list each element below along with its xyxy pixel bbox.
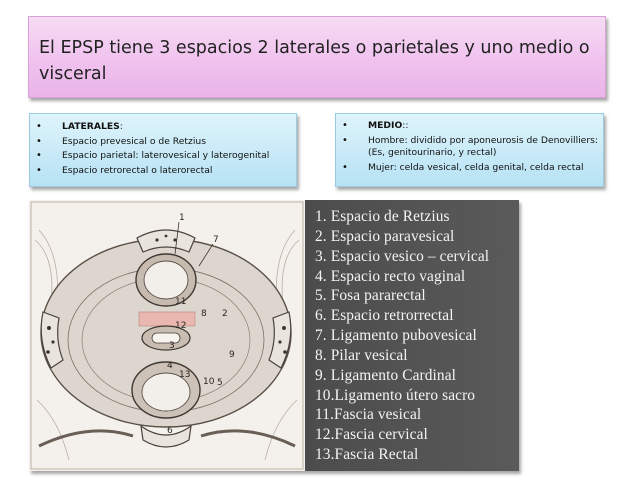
slide-title: El EPSP tiene 3 espacios 2 laterales o p… <box>39 38 590 84</box>
legend-item: 11.Fascia vesical <box>315 406 422 424</box>
laterales-list: LATERALES: Espacio prevesical o de Retzi… <box>30 114 296 178</box>
diagram-label-4: 4 <box>167 361 173 371</box>
diagram-label-6: 6 <box>167 426 173 436</box>
medio-heading-colon: :: <box>402 120 409 131</box>
legend-item: 10.Ligamento útero sacro <box>315 386 476 404</box>
laterales-box: LATERALES: Espacio prevesical o de Retzi… <box>29 113 297 187</box>
legend-item: 12.Fascia cervical <box>315 426 428 444</box>
legend-item: 1. Espacio de Retzius <box>315 208 450 225</box>
medio-heading-item: MEDIO:: <box>342 120 599 133</box>
legend-item: 13.Fascia Rectal <box>315 446 419 464</box>
medio-heading: MEDIO <box>368 120 403 131</box>
legend-panel: 1. Espacio de Retzius 2. Espacio paraves… <box>305 200 519 471</box>
list-item: Espacio retrorectal o laterorectal <box>36 164 292 179</box>
diagram-label-11: 11 <box>175 297 186 307</box>
legend-item: 5. Fosa pararectal <box>315 287 426 305</box>
legend-item: 9. Ligamento Cardinal <box>315 366 457 384</box>
medio-list: MEDIO:: Hombre: dividido por aponeurosis… <box>336 114 603 174</box>
legend-item: 2. Espacio paravesical <box>315 227 455 245</box>
pelvis-cross-section-diagram: 1 7 11 8 2 12 3 9 4 13 10 5 6 <box>29 200 305 471</box>
diagram-label-8: 8 <box>201 309 207 319</box>
legend-item: 4. Espacio recto vaginal <box>315 267 466 285</box>
legend-list: 1. Espacio de Retzius 2. Espacio paraves… <box>305 200 519 465</box>
medio-box: MEDIO:: Hombre: dividido por aponeurosis… <box>335 113 604 187</box>
legend-item: 8. Pilar vesical <box>315 346 408 364</box>
title-box: El EPSP tiene 3 espacios 2 laterales o p… <box>28 16 606 98</box>
legend-item: 6. Espacio retrorrectal <box>315 307 454 325</box>
list-item: Mujer: celda vesical, celda genital, cel… <box>342 162 599 175</box>
legend-item: 3. Espacio vesico – cervical <box>315 247 490 265</box>
legend-item: 7. Ligamento pubovesical <box>315 327 477 345</box>
diagram-label-3: 3 <box>169 341 175 351</box>
pelvis-diagram-svg: 1 7 11 8 2 12 3 9 4 13 10 5 6 <box>30 201 304 470</box>
diagram-label-10: 10 <box>203 377 215 387</box>
diagram-label-2: 2 <box>222 309 228 319</box>
list-item: Espacio parietal: laterovesical y latero… <box>36 149 292 164</box>
diagram-label-12: 12 <box>175 321 186 331</box>
pelvic-spaces-figure: 1 7 11 8 2 12 3 9 4 13 10 5 6 1. Espacio… <box>29 200 519 471</box>
diagram-label-5: 5 <box>217 378 223 388</box>
diagram-label-9: 9 <box>229 350 235 360</box>
laterales-heading-item: LATERALES: <box>36 120 292 135</box>
diagram-label-7: 7 <box>213 235 219 245</box>
list-item: Hombre: dividido por aponeurosis de Deno… <box>342 135 599 160</box>
list-item: Espacio prevesical o de Retzius <box>36 135 292 150</box>
diagram-label-1: 1 <box>179 213 185 223</box>
diagram-label-13: 13 <box>179 370 190 380</box>
laterales-heading-colon: : <box>119 121 123 132</box>
laterales-heading: LATERALES <box>62 121 120 132</box>
